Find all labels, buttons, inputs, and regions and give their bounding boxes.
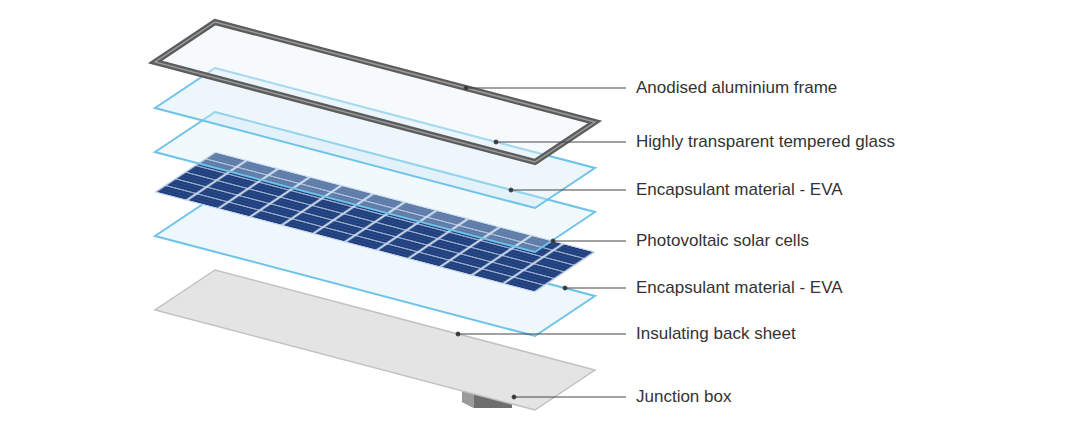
part-label: Encapsulant material - EVA: [636, 180, 843, 200]
part-label: Encapsulant material - EVA: [636, 278, 843, 298]
part-label: Highly transparent tempered glass: [636, 132, 895, 152]
part-label: Insulating back sheet: [636, 324, 796, 344]
aluminium-frame: [155, 22, 595, 162]
part-label-text: Encapsulant material - EVA: [636, 180, 843, 199]
part-label-text: Encapsulant material - EVA: [636, 278, 843, 297]
part-label-text: Junction box: [636, 387, 731, 406]
part-label: Anodised aluminium frame: [636, 78, 837, 98]
part-label: Junction box: [636, 387, 731, 407]
leader-lines: [456, 86, 626, 399]
part-label-text: Anodised aluminium frame: [636, 78, 837, 97]
part-label-text: Photovoltaic solar cells: [636, 231, 809, 250]
part-label: Photovoltaic solar cells: [636, 231, 809, 251]
part-label-text: Insulating back sheet: [636, 324, 796, 343]
part-label-text: Highly transparent tempered glass: [636, 132, 895, 151]
